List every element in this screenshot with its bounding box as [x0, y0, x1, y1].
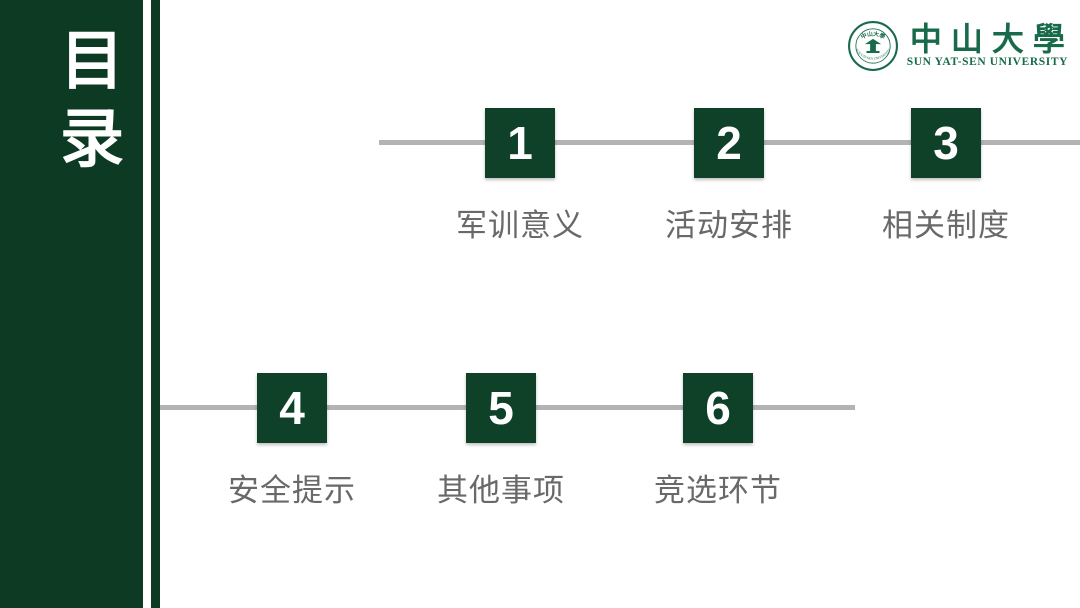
toc-item-3: 3 相关制度	[882, 108, 1010, 242]
title-char-1: 目	[60, 25, 124, 97]
toc-item-6: 6 竞选环节	[654, 373, 782, 507]
seal-emblem	[864, 38, 881, 54]
toc-number-5: 5	[488, 382, 514, 434]
toc-number-box-3: 3	[911, 108, 981, 178]
title-char-2: 录	[60, 103, 124, 175]
toc-label-5: 其他事项	[437, 473, 565, 508]
toc-number-4: 4	[279, 382, 305, 434]
toc-number-box-2: 2	[694, 108, 764, 178]
page-title: 目 录	[57, 22, 127, 178]
toc-label-3: 相关制度	[882, 208, 1010, 243]
toc-label-2: 活动安排	[665, 208, 793, 243]
toc-label-6: 竞选环节	[654, 473, 782, 508]
svg-text:中山大學: 中山大學	[859, 30, 886, 41]
toc-number-1: 1	[507, 117, 533, 169]
toc-label-4: 安全提示	[228, 473, 356, 508]
seal-top-text: 中山大學	[859, 30, 886, 41]
toc-number-box-4: 4	[257, 373, 327, 443]
toc-number-3: 3	[933, 117, 959, 169]
logo-text-group: 中山大學 SUN YAT-SEN UNIVERSITY	[907, 23, 1068, 69]
toc-item-5: 5 其他事项	[437, 373, 565, 507]
toc-number-box-6: 6	[683, 373, 753, 443]
toc-number-2: 2	[716, 117, 742, 169]
toc-item-2: 2 活动安排	[665, 108, 793, 242]
toc-number-6: 6	[705, 382, 731, 434]
sidebar-divider-line	[151, 0, 160, 608]
logo-cn-name: 中山大學	[909, 21, 1074, 57]
logo-en-name: SUN YAT-SEN UNIVERSITY	[906, 56, 1068, 68]
toc-number-box-5: 5	[466, 373, 536, 443]
toc-item-4: 4 安全提示	[228, 373, 356, 507]
toc-number-box-1: 1	[485, 108, 555, 178]
toc-item-1: 1 军训意义	[456, 108, 584, 242]
university-logo: 中山大學 SUN YAT-SEN UNIVERSITY 中山大學 SUN YAT…	[847, 20, 1068, 72]
toc-label-1: 军训意义	[456, 208, 584, 243]
sidebar: 目 录	[0, 0, 143, 608]
university-seal-icon: 中山大學 SUN YAT-SEN UNIVERSITY	[847, 21, 898, 71]
